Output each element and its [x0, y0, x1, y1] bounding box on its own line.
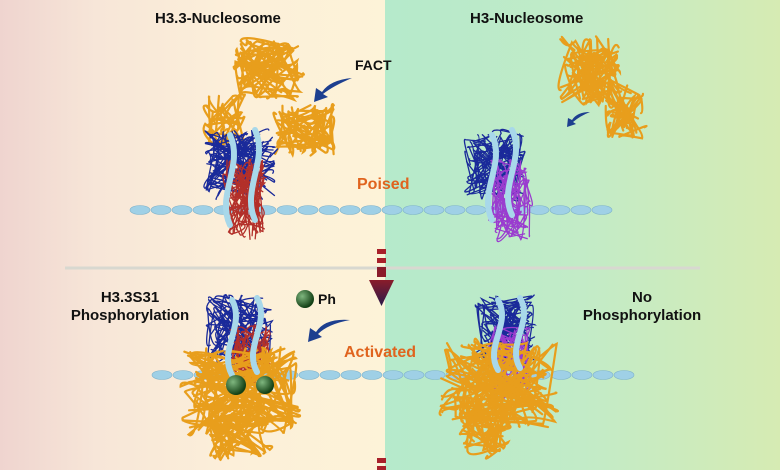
h33s31-phosphorylation-label: H3.3S31 Phosphorylation [60, 289, 200, 325]
dna-segment [444, 205, 466, 215]
dna-segment [423, 205, 445, 215]
fact-protein [208, 401, 274, 462]
dna-segment [550, 370, 572, 380]
dna-segment [571, 370, 593, 380]
helix-ribbon [223, 132, 237, 228]
phosphate-ball-icon [296, 290, 314, 308]
fact-label: FACT [355, 57, 392, 73]
dna-segment [381, 205, 403, 215]
dna-segment [172, 370, 194, 380]
label-line: Phosphorylation [70, 307, 190, 324]
dna-segment [298, 370, 320, 380]
dna-segment [129, 205, 151, 215]
label-line: No [632, 289, 652, 306]
dna-segment [402, 205, 424, 215]
no-phosphorylation-label: No Phosphorylation [572, 289, 712, 325]
dna-segment [592, 370, 614, 380]
curved-arrow-fact-icon [314, 78, 352, 102]
helix-ribbon [249, 295, 265, 375]
dna-segment [151, 370, 173, 380]
helix-ribbon [485, 132, 499, 223]
curved-arrow-h3-icon [567, 112, 590, 127]
dna-segment [528, 205, 550, 215]
dna-segment [570, 205, 592, 215]
dna-segment [319, 370, 341, 380]
dna-segment [297, 205, 319, 215]
dna-segment [360, 205, 382, 215]
title-h33-nucleosome: H3.3-Nucleosome [155, 10, 281, 27]
dna-segment [171, 205, 193, 215]
dna-strand-top [129, 205, 613, 215]
dna-segment [340, 370, 362, 380]
process-arrow [369, 249, 394, 470]
dna-segment [424, 370, 446, 380]
dna-segment [613, 370, 635, 380]
label-line: H3.3S31 [100, 289, 160, 306]
helix-ribbon [490, 297, 506, 373]
dna-segment [192, 205, 214, 215]
dna-segment [382, 370, 404, 380]
phosphate-ball-icon [256, 376, 274, 394]
helix-ribbon [224, 297, 240, 378]
helix-ribbon [505, 127, 519, 218]
title-h3-nucleosome: H3-Nucleosome [470, 10, 584, 27]
fact-protein [272, 102, 336, 158]
helix-ribbon [248, 127, 262, 223]
fact-protein [232, 37, 305, 103]
dna-segment [549, 205, 571, 215]
state-activated: Activated [344, 344, 417, 361]
dna-segment [276, 205, 298, 215]
phosphate-ball-icon [226, 375, 246, 395]
dna-segment [403, 370, 425, 380]
dna-segment [591, 205, 613, 215]
dna-segment [150, 205, 172, 215]
dna-segment [465, 205, 487, 215]
label-line: Phosphorylation [582, 307, 702, 324]
dna-segment [339, 205, 361, 215]
dna-segment [318, 205, 340, 215]
ph-label: Ph [318, 291, 336, 307]
fact-protein [438, 337, 560, 429]
fact-protein [557, 35, 622, 109]
helix-ribbon [512, 295, 528, 371]
state-poised: Poised [357, 176, 410, 193]
fact-protein [458, 397, 512, 460]
curved-arrow-ph-icon [308, 319, 350, 342]
fact-protein [604, 78, 648, 140]
dna-segment [361, 370, 383, 380]
